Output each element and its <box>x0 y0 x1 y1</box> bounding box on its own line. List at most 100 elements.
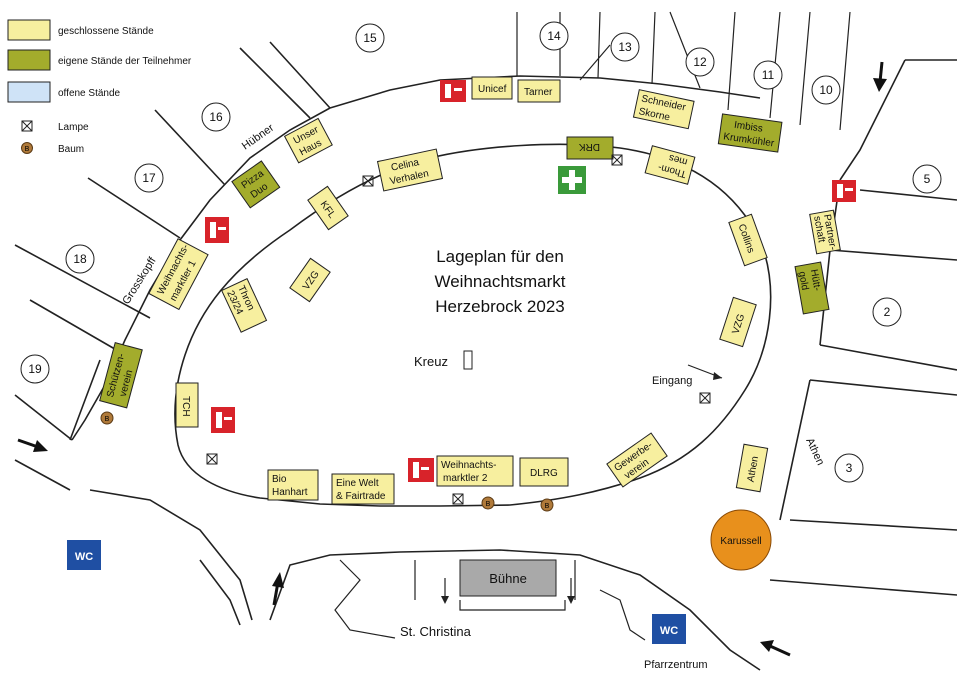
svg-text:B: B <box>545 503 550 510</box>
svg-text:DRK: DRK <box>579 141 600 152</box>
lamp-icon <box>362 175 374 187</box>
title-line-1: Lageplan für den <box>436 247 564 266</box>
wc-icon: WC <box>652 614 686 644</box>
pfarrzentrum-label: Pfarrzentrum <box>644 659 708 671</box>
svg-text:Eine Welt: Eine Welt <box>336 478 379 489</box>
stall-weihnachtsmarktler-1: Weihnachts- marktler 1 <box>148 238 209 311</box>
stall-pizza-duo: Pizza Duo <box>231 160 281 209</box>
stage-label: Bühne <box>489 571 527 586</box>
stall-tarner: Tarner <box>517 79 561 103</box>
svg-text:Imbiss: Imbiss <box>733 120 763 135</box>
house-17: 17 <box>142 171 156 185</box>
svg-text:gold: gold <box>796 271 810 292</box>
stage <box>459 559 557 597</box>
tree-icon: B <box>540 498 554 512</box>
carousel-label: Karussell <box>720 536 761 547</box>
stall-imbiss-krumkuehler: Imbiss Krumkühler <box>717 113 783 153</box>
svg-text:TCH: TCH <box>180 396 191 417</box>
svg-text:Unicef: Unicef <box>478 84 507 95</box>
stall-celina-verhalen: Celina Verhalen <box>376 148 444 192</box>
house-14: 14 <box>547 29 561 43</box>
map-title: Lageplan für den Weihnachtsmarkt Herzebr… <box>434 247 565 316</box>
svg-text:B: B <box>105 416 110 423</box>
svg-text:Tarner: Tarner <box>524 87 553 98</box>
fire-extinguisher-icon <box>205 217 229 243</box>
lamp-icon <box>452 493 464 505</box>
stall-schneider-skorne: Schneider Skorne <box>632 89 695 130</box>
house-15: 15 <box>363 31 377 45</box>
legend-lamp-icon <box>21 120 33 132</box>
kreuz-label: Kreuz <box>414 354 448 369</box>
house-16: 16 <box>209 110 223 124</box>
house-numbers: 15 14 13 12 11 10 5 16 17 18 19 2 3 <box>20 21 942 483</box>
svg-text:WC: WC <box>75 551 93 563</box>
stall-huettgold: Hütt- gold <box>794 261 830 315</box>
street-grosskopff: Grosskopff <box>120 254 159 306</box>
svg-text:Athen: Athen <box>746 455 761 483</box>
svg-text:schaft: schaft <box>811 215 827 243</box>
eingang-label: Eingang <box>652 375 692 387</box>
tree-icon: B <box>481 496 495 510</box>
stall-thron: Thron 23/24 <box>221 277 268 333</box>
stall-dlrg: DLRG <box>519 457 569 487</box>
fire-extinguisher-icon <box>211 407 235 433</box>
stall-collins: Collins <box>728 213 768 267</box>
svg-text:B: B <box>25 146 30 153</box>
stall-weihnachtsmarktler-2: Weihnachts- marktler 2 <box>436 455 514 487</box>
legend-tree-label: Baum <box>58 144 84 155</box>
svg-text:WC: WC <box>660 625 678 637</box>
house-19: 19 <box>28 362 42 376</box>
house-2: 2 <box>884 305 891 319</box>
house-3: 3 <box>846 461 853 475</box>
legend-open-swatch <box>7 81 51 103</box>
st-christina-label: St. Christina <box>400 624 472 639</box>
svg-text:& Fairtrade: & Fairtrade <box>336 491 386 502</box>
carousel <box>710 509 772 571</box>
svg-text:marktler 2: marktler 2 <box>443 473 488 484</box>
svg-text:Hütt-: Hütt- <box>808 269 823 292</box>
street-huebner: Hübner <box>240 122 277 153</box>
stall-unser-haus: Unser Haus <box>283 117 333 164</box>
svg-text:B: B <box>486 501 491 508</box>
direction-arrow-icon <box>873 61 887 92</box>
stall-tch: TCH <box>175 382 199 428</box>
title-line-3: Herzebrock 2023 <box>435 297 564 316</box>
direction-arrow-icon <box>17 438 48 452</box>
legend-open-label: offene Stände <box>58 88 121 99</box>
legend: geschlossene Stände eigene Stände der Te… <box>7 19 192 155</box>
lamp-icon <box>611 154 623 166</box>
legend-lamp-label: Lampe <box>58 122 89 133</box>
stall-schuetzenverein: Schützen- verein <box>99 342 143 409</box>
stall-unicef: Unicef <box>471 76 513 100</box>
legend-closed-swatch <box>7 19 51 41</box>
tree-icon: B <box>100 411 114 425</box>
fire-extinguisher-icon <box>440 80 466 102</box>
stall-partnerschaft: Partner- schaft <box>809 209 841 255</box>
svg-text:DLRG: DLRG <box>530 468 558 479</box>
market-ring <box>174 143 772 507</box>
stall-drk: DRK <box>566 136 614 160</box>
kreuz-marker <box>463 350 473 370</box>
stall-vzg-left: VZG <box>289 257 331 303</box>
svg-text:mes: mes <box>668 152 689 168</box>
house-13: 13 <box>618 40 632 54</box>
legend-own-label: eigene Stände der Teilnehmer <box>58 56 192 67</box>
stall-athen: Athen <box>735 443 769 493</box>
svg-text:Hanhart: Hanhart <box>272 487 308 498</box>
direction-arrow-icon <box>760 640 791 657</box>
svg-text:Bio: Bio <box>272 474 287 485</box>
wc-icon: WC <box>67 540 101 570</box>
legend-own-swatch <box>7 49 51 71</box>
direction-arrow-icon <box>272 572 284 606</box>
fire-extinguisher-icon <box>408 458 434 482</box>
stall-thommes: Thom- mes <box>644 145 696 185</box>
house-11: 11 <box>762 68 775 82</box>
svg-text:Weihnachts-: Weihnachts- <box>441 460 496 471</box>
stall-vzg-right: VZG <box>719 296 757 348</box>
lamp-icon <box>699 392 711 404</box>
house-12: 12 <box>693 55 707 69</box>
legend-tree-icon: B <box>21 142 33 154</box>
stall-bio-hanhart: Bio Hanhart <box>267 469 319 501</box>
